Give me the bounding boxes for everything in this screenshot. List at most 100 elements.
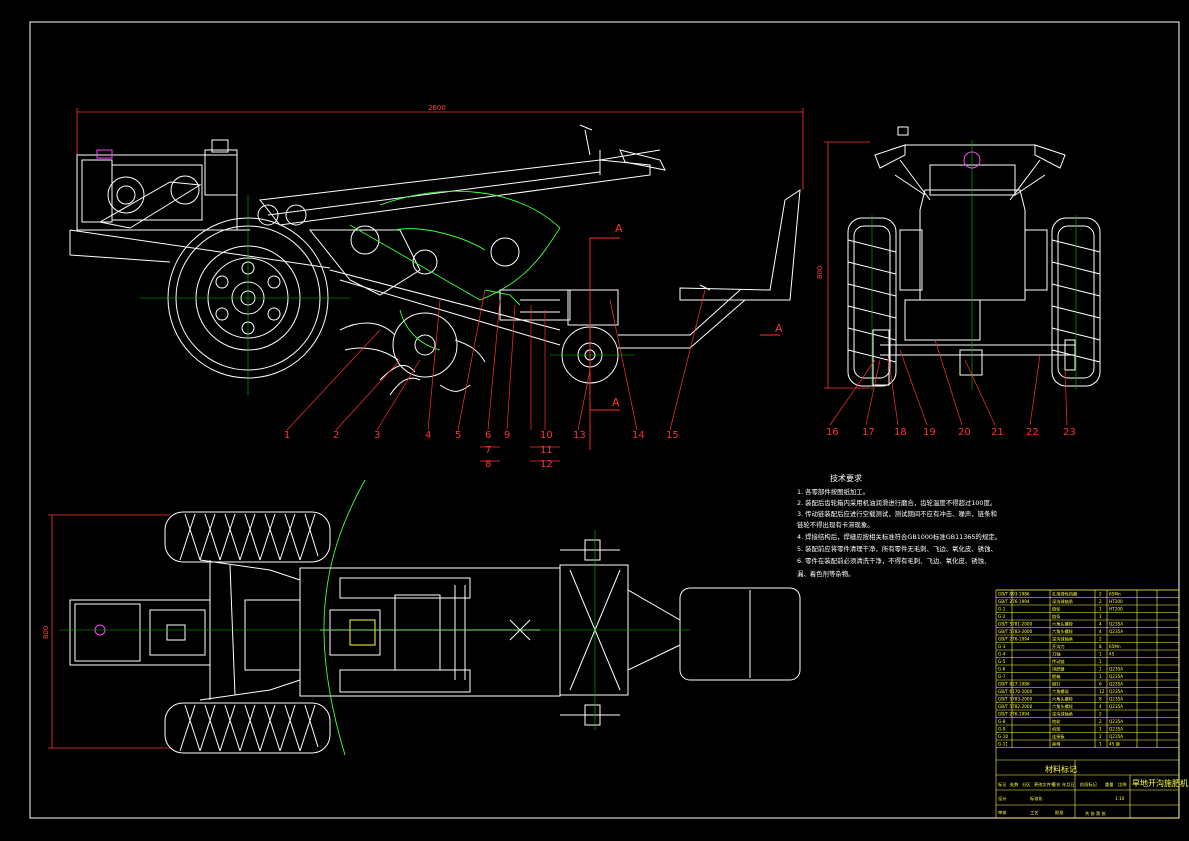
bom-name-cell: 连接板 [1052, 733, 1065, 740]
side-view: 2600 [69, 104, 804, 470]
callout-label: 20 [958, 427, 971, 438]
bom-material-cell: Q235A [1109, 697, 1123, 702]
bom-qty-cell: 1 [1099, 667, 1102, 672]
notes-line: 4. 焊接结构后，焊缝应按相关标准符合GB1000标准GB11365的规定。 [797, 532, 1001, 541]
footer-label: 分区 [1022, 781, 1030, 788]
bom-name-cell: 六角头螺栓 [1052, 628, 1074, 635]
bom-material-cell: 65Mn [1109, 592, 1121, 597]
bom-name-cell: 深沟球轴承 [1052, 636, 1074, 643]
bom-name-cell: 孔用弹性挡圈 [1052, 591, 1077, 598]
bom-qty-cell: 12 [1099, 689, 1105, 694]
bom-standard-cell: G-8 [998, 719, 1006, 724]
bom-standard-cell: G-2 [998, 614, 1006, 619]
notes-line: 6. 零件在装配前必须清洗干净，不得有毛刺、飞边、氧化皮、锈蚀、 [797, 556, 990, 565]
callout-label: 19 [923, 427, 936, 438]
bom-material-cell: Q235A [1109, 682, 1123, 687]
callout-label: 16 [826, 427, 839, 438]
callout-label: 14 [632, 430, 645, 441]
bom-material-cell: HT200 [1109, 599, 1123, 604]
bom-material-cell: Q235A [1109, 727, 1123, 732]
callout-label: 15 [666, 430, 679, 441]
bom-material-cell: Q235A [1109, 719, 1123, 724]
bom-standard-cell: G-3 [998, 644, 1006, 649]
sign-label: 工艺 [1030, 810, 1038, 815]
bom-name-cell: 传动链 [1052, 658, 1065, 665]
front-centerlines [871, 140, 1077, 390]
bom-qty-cell: 1 [1099, 659, 1102, 664]
callout-label: 10 [540, 430, 553, 441]
section-mark-right: A [775, 322, 783, 335]
callout-label: 12 [540, 459, 553, 470]
overall-length-dim-text: 2600 [428, 104, 446, 112]
bom-qty-cell: 1 [1099, 607, 1102, 612]
bom-qty-cell: 1 [1099, 674, 1102, 679]
bom-qty-cell: 4 [1099, 622, 1102, 627]
bom-name-cell: 链轮 [1052, 606, 1061, 613]
callout-label: 8 [485, 459, 491, 470]
bom-name-cell: 开沟刀 [1052, 643, 1065, 650]
bom-material-cell: 45 钢 [1109, 741, 1120, 748]
bom-standard-cell: GB/T 5782-2000 [998, 704, 1033, 709]
drawing-frame [29, 21, 1180, 819]
footer-label: 处数 [1010, 781, 1019, 788]
callout-label: 7 [485, 445, 491, 456]
rotary-tiller [339, 312, 486, 396]
overall-length-dimension [76, 108, 804, 190]
notes-title: 技术要求 [830, 473, 862, 483]
scale-text: 1:10 [1115, 796, 1125, 801]
bom-material-cell: Q235A [1109, 667, 1123, 672]
bom-qty-cell: 2 [1099, 734, 1102, 739]
sign-label: 批准 [1055, 809, 1063, 816]
bom-material-cell: Q235A [1109, 629, 1123, 634]
material-mark: 材料标记 [1045, 764, 1077, 774]
footer-label: 年月日 [1062, 781, 1075, 788]
bom-qty-cell: 2 [1099, 599, 1102, 604]
front-view: 800 [816, 126, 1101, 438]
bom-name-cell: 六角头螺栓 [1052, 696, 1074, 703]
bom-name-cell: 地轮 [1052, 718, 1061, 725]
bom-name-cell: 六角头螺栓 [1052, 621, 1074, 628]
callout-label: 21 [991, 427, 1004, 438]
side-callout-labels: 1 2 3 4 5 6 7 8 9 10 11 12 13 14 15 [284, 430, 679, 470]
bom-standard-cell: GB/T 276-1994 [998, 637, 1030, 642]
seat-frame [618, 189, 801, 349]
bom-material-cell: Q235A [1109, 704, 1123, 709]
bom-grid [996, 589, 1179, 748]
bom-standard-cell: GB/T 276-1994 [998, 712, 1030, 717]
bom-material-cell: Q235A [1109, 674, 1123, 679]
notes-line: 1. 各零部件按图纸加工。 [797, 487, 869, 496]
bom-name-cell: 座椅 [1052, 741, 1060, 748]
callout-label: 22 [1026, 427, 1039, 438]
bom-qty-cell: 2 [1099, 637, 1102, 642]
bom-material-cell: Q235A [1109, 689, 1123, 694]
side-leaders [286, 289, 706, 462]
bom-material-cell: Q235A [1109, 622, 1123, 627]
top-view: 800 [42, 479, 801, 756]
front-leaders [829, 339, 1068, 426]
tine-guard [349, 190, 561, 351]
notes-line: 2. 装配后齿轮箱内采用机油润滑进行磨合，齿轮温度不得超过100度。 [797, 498, 996, 507]
bom-qty-cell: 1 [1099, 727, 1102, 732]
bom-standard-cell: GB/T 5783-2000 [998, 629, 1033, 634]
sign-label: 标准化 [1030, 795, 1043, 802]
sheet-text: 共 张 第 张 [1085, 810, 1107, 817]
sign-label: 审核 [998, 809, 1007, 816]
furrow-opener [499, 289, 619, 326]
callout-label: 6 [485, 430, 491, 441]
bom-name-cell: 机架 [1052, 726, 1060, 733]
top-guard-arc [323, 479, 366, 756]
bom-qty-cell: 8 [1099, 697, 1102, 702]
bom-material-cell: HT200 [1109, 607, 1123, 612]
bom-standard-cell: G-1 [998, 607, 1006, 612]
top-width-dimension [48, 514, 170, 749]
bom-material-cell: 65Mn [1109, 644, 1121, 649]
bom-qty-cell: 8 [1099, 644, 1102, 649]
bom-name-cell: 排肥器 [1052, 666, 1065, 673]
sign-label: 设计 [998, 795, 1006, 802]
bom-material-cell: Q235A [1109, 734, 1123, 739]
bom-standard-cell: GB/T 276-1994 [998, 599, 1030, 604]
technical-notes: 技术要求 1. 各零部件按图纸加工。 2. 装配后齿轮箱内采用机油润滑进行磨合，… [797, 473, 1001, 578]
front-callout-labels: 16 17 18 19 20 21 22 23 [826, 427, 1076, 438]
